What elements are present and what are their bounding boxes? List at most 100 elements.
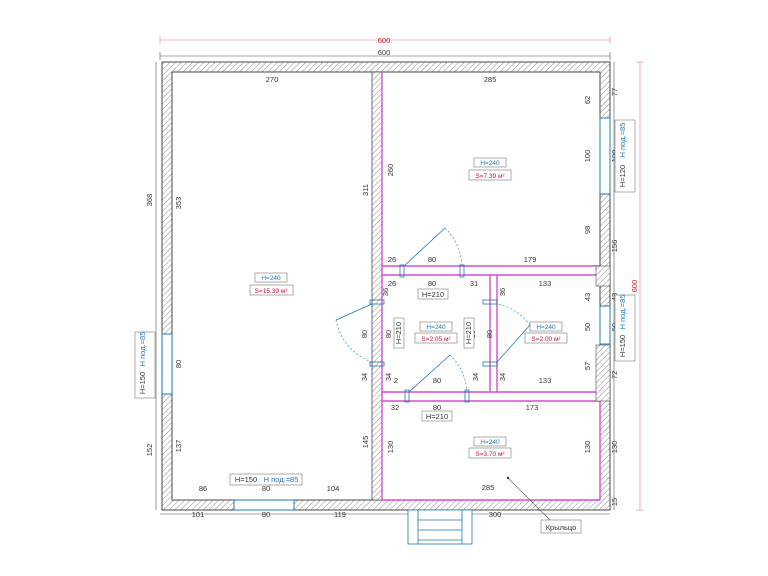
window-bottom — [233, 499, 295, 511]
dim-hall-top-3: 179 — [524, 255, 537, 264]
dim-hall-mid-4: 36 — [498, 288, 507, 296]
room-labels: H=240 S=15.39 м² H=240 S=7.39 м² H=240 S… — [249, 157, 568, 459]
window-labels: H=150 H под.=85 H=150 H под.=85 H=120 H … — [134, 119, 636, 486]
dim-bottom-left-3: 104 — [327, 484, 340, 493]
dim-right-8: 15 — [610, 498, 619, 506]
dim-right-7: 130 — [610, 441, 619, 454]
dim-center-upper: 311 — [361, 184, 370, 196]
window-left-sill: H под.=85 — [138, 332, 147, 367]
room-hall-height: H=240 — [426, 324, 446, 331]
dim-hall-bottom-1: 32 — [391, 403, 399, 412]
overall-width: 600 — [378, 48, 391, 57]
dim-hall-bottom-door: 80 — [433, 376, 441, 385]
inner-dimensions: 270 285 353 80 80 137 311 145 260 62 100… — [148, 75, 619, 493]
room-living-height: H=240 — [261, 275, 281, 282]
room-bath-height: H=240 — [536, 324, 556, 331]
dim-bottom-left-2: 80 — [262, 484, 270, 493]
partitions — [381, 72, 611, 501]
dim-hall-bottom-2: 80 — [433, 403, 441, 412]
room-entry: H=240 S=3.70 м² — [468, 436, 512, 459]
dim-bottom-1: 101 — [192, 510, 205, 519]
window-right-top-sill: H под.=85 — [618, 123, 627, 158]
window-right-mid — [599, 305, 611, 345]
window-right-mid-height: H=150 — [618, 335, 627, 357]
dim-bedroom-right-2: 100 — [583, 150, 592, 163]
room-bath: H=240 S=2.00 м² — [524, 321, 568, 344]
dim-hall-low-5: 133 — [539, 376, 552, 385]
dim-bedroom-right-1: 62 — [583, 96, 592, 104]
dim-right-inner-2: 50 — [583, 323, 592, 331]
dim-bottom-3: 119 — [334, 510, 346, 519]
room-hall-area: S=2.05 м² — [421, 336, 451, 343]
dim-right-4: 43 — [610, 293, 619, 301]
dim-hall-low-4: 34 — [498, 373, 507, 381]
dim-entry-bottom: 285 — [482, 483, 495, 492]
room-bath-area: S=2.00 м² — [531, 336, 561, 343]
room-entry-height: H=240 — [480, 439, 500, 446]
dim-right-5: 50 — [610, 323, 619, 331]
dim-bottom-2: 80 — [262, 510, 270, 519]
door-top-height: H=210 — [422, 290, 444, 299]
window-bottom-height: H=150 — [235, 475, 257, 484]
dim-right-6: 72 — [610, 371, 619, 379]
room-entry-area: S=3.70 м² — [475, 451, 505, 458]
dim-bedroom-left: 260 — [386, 164, 395, 177]
porch-steps — [407, 509, 473, 545]
window-right-mid-sill: H под.=85 — [618, 295, 627, 330]
exterior-walls — [161, 61, 611, 511]
dim-bottom-4: 300 — [489, 510, 502, 519]
dim-top-right: 285 — [484, 75, 497, 84]
room-hall: H=240 S=2.05 м² — [414, 321, 458, 344]
dim-hall-left-door: 80 — [360, 330, 369, 338]
dim-hall-left-door-in: 80 — [384, 330, 393, 338]
window-right-top-height: H=120 — [618, 165, 627, 187]
door-labels: H=210 H=210 H=210 H=210 — [393, 288, 475, 422]
dim-left-window-in: 80 — [174, 360, 183, 368]
dim-hall-mid-1: 26 — [388, 279, 396, 288]
overall-width-pink: 600 — [378, 36, 391, 45]
dim-right-inner-1: 43 — [583, 293, 592, 301]
room-bedroom: H=240 S=7.39 м² — [468, 157, 512, 181]
dim-bottom-left-1: 86 — [199, 484, 207, 493]
dim-hall-mid-2: 80 — [428, 279, 436, 288]
dim-left-outer: 368 — [145, 194, 154, 207]
porch-label: Крыльцо — [546, 523, 577, 532]
porch-callout: Крыльцо — [506, 476, 582, 534]
room-bedroom-height: H=240 — [480, 160, 500, 167]
door-bottom-height: H=210 — [426, 412, 448, 421]
dim-hall-mid-5: 133 — [539, 279, 552, 288]
room-living-area: S=15.39 м² — [255, 288, 289, 295]
door-left-height: H=210 — [394, 322, 403, 344]
room-living: H=240 S=15.39 м² — [249, 272, 294, 296]
dim-hall-left-top: 36 — [381, 288, 390, 296]
dim-hall-right-door: 80 — [485, 330, 494, 338]
dim-top-left: 270 — [266, 75, 279, 84]
dim-hall-top-2: 80 — [428, 255, 436, 264]
overall-dimensions: 600 600 600 368 152 101 80 119 300 77 15… — [145, 36, 644, 519]
dim-right-1: 77 — [610, 88, 619, 96]
window-bottom-sill: H под.=85 — [264, 475, 299, 484]
window-left — [161, 333, 173, 395]
dim-hall-mid-3: 31 — [470, 279, 478, 288]
dim-hall-low-1: 34 — [360, 373, 369, 381]
dim-hall-low-3: 34 — [471, 373, 480, 381]
dim-left-lower-inner: 137 — [174, 440, 183, 453]
dim-hall-low-2: 2 — [394, 376, 398, 385]
dim-hall-bottom-3: 173 — [526, 403, 539, 412]
room-bedroom-area: S=7.39 м² — [475, 173, 505, 180]
dim-left-inner: 353 — [174, 197, 183, 210]
windows — [161, 117, 611, 511]
doors — [335, 227, 531, 403]
dim-left-lower-outer: 152 — [145, 444, 154, 457]
dim-entry-left: 130 — [386, 441, 395, 454]
dim-right-inner-4: 130 — [583, 441, 592, 454]
dim-right-2: 100 — [610, 150, 619, 163]
dim-hall-top-1: 26 — [388, 255, 396, 264]
door-right-height: H=210 — [464, 322, 473, 344]
dim-right-inner-3: 57 — [583, 362, 592, 370]
overall-height-pink: 600 — [630, 280, 639, 293]
dim-bedroom-right-3: 98 — [583, 226, 592, 234]
dim-hall-left-bottom: 34 — [384, 373, 393, 381]
dim-right-3: 156 — [610, 240, 619, 253]
